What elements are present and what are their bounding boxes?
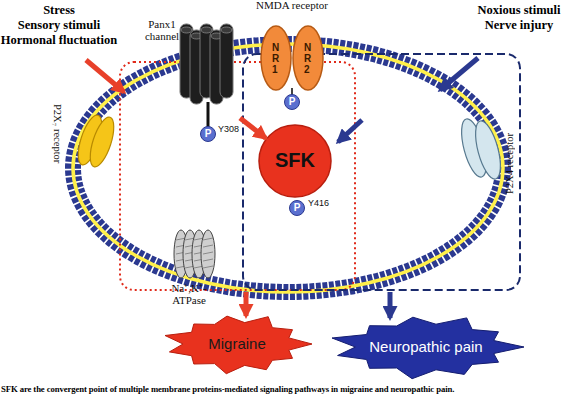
phospho-badge: P: [200, 126, 216, 142]
phospho-badge: P: [289, 200, 305, 216]
stimulus-arrow: [440, 58, 478, 90]
pain-region: [243, 54, 520, 290]
receptor-label: P2X₇ receptor: [52, 104, 63, 180]
signal-arrow: [240, 118, 266, 138]
receptor-node: P2X₇ receptor: [50, 100, 130, 182]
pump-stripe: [203, 245, 213, 247]
receptor-subunit: [85, 114, 118, 169]
residue-label: Y308: [218, 124, 239, 134]
receptor-subunit: [471, 118, 506, 181]
subunit-label: NR2: [304, 42, 312, 75]
pump-stripe: [203, 259, 213, 261]
subunit-top: [221, 27, 232, 33]
receptor-node: NMDA receptorNR1 NR2P: [254, 0, 330, 110]
kinase-circle: [259, 125, 331, 197]
subunit-label: NR1: [272, 42, 280, 75]
pump-label: Na⁺,K⁺-ATPase: [163, 282, 215, 306]
membrane-core: [73, 44, 503, 292]
outcome-label: Neuropathic pain: [328, 338, 524, 355]
kinase-label: SFK: [258, 149, 332, 172]
figure-caption: SFK are the convergent point of multiple…: [1, 384, 572, 395]
c-terminal-tail: [207, 102, 210, 128]
phospho-badge: P: [284, 94, 300, 110]
pump-stripe: [203, 252, 213, 254]
stimulus-label: Noxious stimuli: [466, 3, 572, 18]
receptor-subunit: [293, 26, 323, 90]
outcome-burst: Migraine: [162, 314, 312, 374]
stimulus-arrow: [86, 60, 124, 92]
residue-label: Y416: [308, 198, 329, 208]
outcome-arrow: [388, 292, 393, 318]
pump-stripe: [203, 266, 213, 268]
stimulus-label: Stress: [0, 3, 118, 18]
receptor-label: P2X4 receptor: [504, 110, 515, 194]
receptor-subunit: [261, 26, 291, 90]
outcome-arrow: [244, 292, 249, 316]
channel-subunit: [220, 24, 233, 98]
stimulus-label: Nerve injury: [466, 18, 572, 33]
outcome-label: Migraine: [162, 335, 312, 352]
pump-node: Na⁺,K⁺-ATPase: [155, 226, 245, 308]
cell-membrane: [73, 44, 503, 292]
pump-stripe: [203, 238, 213, 240]
pump-subunit: [201, 230, 215, 278]
stimulus-label: Sensory stimuli: [0, 18, 118, 33]
receptor-node: P2X4 receptor: [452, 98, 522, 202]
migraine-region: [120, 62, 355, 290]
stimulus-label: Hormonal fluctuation: [0, 33, 118, 48]
subunit-top: [181, 27, 192, 33]
signal-arrow: [338, 120, 362, 142]
kinase-node: SFKPY416: [258, 124, 332, 198]
receptor-label: NMDA receptor: [254, 0, 330, 11]
channel-node: Panx1 channelPY308: [140, 14, 240, 144]
channel-label: Panx1 channel: [140, 18, 184, 42]
subunit-top: [201, 27, 212, 33]
outcome-burst: Neuropathic pain: [328, 315, 524, 379]
